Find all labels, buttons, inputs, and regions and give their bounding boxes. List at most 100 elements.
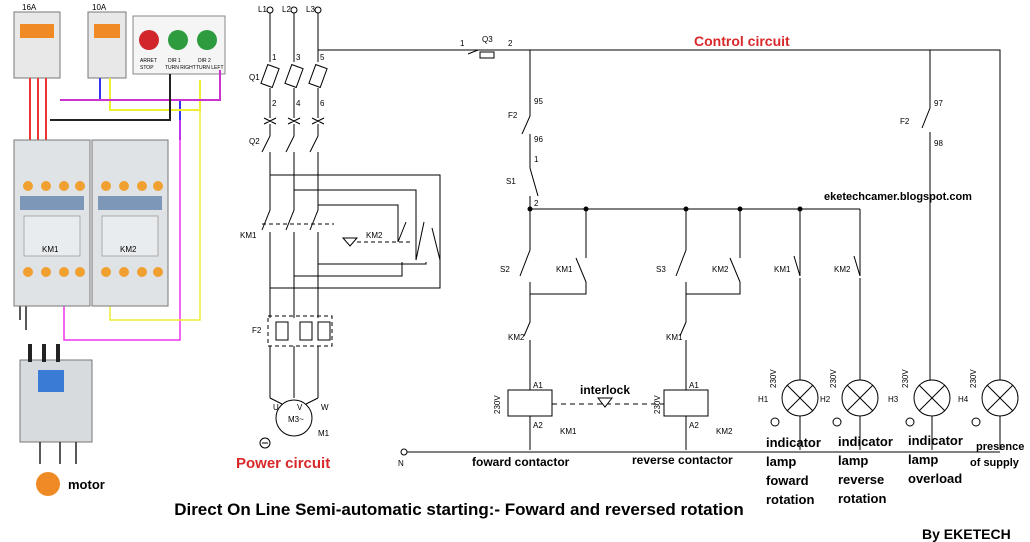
phase-l2: L2 — [282, 5, 291, 14]
dir1-button[interactable] — [168, 30, 188, 50]
control-circuit-labels: Control circuit eketechcamer.blogspot.co… — [398, 33, 1024, 507]
coil1-voltage: 230V — [493, 395, 502, 414]
f2-aux-label: F2 — [900, 117, 910, 126]
presence-supply-caption: presence of supply — [970, 441, 1024, 469]
svg-text:rotation: rotation — [766, 492, 814, 507]
svg-text:2: 2 — [534, 199, 539, 208]
s1-label: S1 — [506, 177, 516, 186]
phase-l3: L3 — [306, 5, 315, 14]
km2-interlock-label: KM2 — [508, 333, 525, 342]
km2-coil-label: KM2 — [716, 427, 733, 436]
svg-text:230V: 230V — [901, 369, 910, 388]
svg-text:indicator: indicator — [838, 434, 893, 449]
svg-text:230V: 230V — [829, 369, 838, 388]
dir2-button-label: DIR 2 — [198, 58, 211, 64]
svg-text:97: 97 — [934, 99, 943, 108]
indicator-forward-caption: indicator lamp foward rotation — [766, 435, 821, 507]
svg-text:reverse: reverse — [838, 472, 884, 487]
breaker-2 — [87, 11, 127, 79]
svg-text:foward: foward — [766, 473, 809, 488]
km2-hold-label: KM2 — [712, 265, 729, 274]
svg-text:2: 2 — [272, 99, 277, 108]
s2-label: S2 — [500, 265, 510, 274]
panel-photo: 16A 10A ARRET STOP DIR 1 TURN RIGHT DIR … — [13, 3, 226, 496]
svg-text:of supply: of supply — [970, 457, 1020, 469]
motor-label: motor — [68, 477, 105, 492]
km1-interlock-label: KM1 — [666, 333, 683, 342]
q3-label: Q3 — [482, 35, 493, 44]
lamp-h4: H4 — [958, 395, 969, 404]
power-circuit-labels: L1 L2 L3 Q1 Q2 KM1 KM2 F2 M3~ M1 U V W 1… — [236, 5, 383, 472]
page-title: Direct On Line Semi-automatic starting:-… — [174, 500, 744, 519]
svg-text:230V: 230V — [769, 369, 778, 388]
svg-text:indicator: indicator — [766, 435, 821, 450]
svg-text:lamp: lamp — [766, 454, 796, 469]
km1-lamp-contact: KM1 — [774, 265, 791, 274]
svg-text:STOP: STOP — [140, 65, 154, 71]
svg-text:1: 1 — [534, 155, 539, 164]
indicator-reverse-caption: indicator lamp reverse rotation — [838, 434, 893, 506]
svg-text:6: 6 — [320, 99, 325, 108]
f2-power-label: F2 — [252, 326, 262, 335]
s3-label: S3 — [656, 265, 666, 274]
breaker-2-label: 10A — [92, 3, 107, 12]
svg-text:A2: A2 — [533, 421, 543, 430]
neutral-label: N — [398, 459, 404, 468]
q1-label: Q1 — [249, 73, 260, 82]
m1-label: M1 — [318, 429, 330, 438]
coil2-voltage: 230V — [653, 395, 662, 414]
dir2-button[interactable] — [197, 30, 217, 50]
svg-text:3: 3 — [296, 53, 301, 62]
svg-text:A2: A2 — [689, 421, 699, 430]
svg-text:95: 95 — [534, 97, 543, 106]
km2-lamp-contact: KM2 — [834, 265, 851, 274]
control-circuit-title: Control circuit — [694, 33, 790, 49]
stop-button[interactable] — [139, 30, 159, 50]
breaker-1 — [13, 11, 61, 79]
reverse-contactor-caption: reverse contactor — [632, 453, 733, 467]
power-circuit-title: Power circuit — [236, 455, 330, 472]
contactor-km1-label: KM1 — [42, 245, 59, 254]
lamp-h2: H2 — [820, 395, 831, 404]
km2-power-label: KM2 — [366, 231, 383, 240]
svg-text:4: 4 — [296, 99, 301, 108]
interlock-label: interlock — [580, 383, 630, 397]
stop-button-label: ARRET — [140, 58, 157, 64]
lamp-h3: H3 — [888, 395, 899, 404]
terminal-u: U — [273, 403, 279, 412]
svg-text:TURN RIGHT: TURN RIGHT — [165, 65, 196, 71]
motor-icon — [36, 472, 60, 496]
contactor-km2-label: KM2 — [120, 245, 137, 254]
svg-text:TURN LEFT: TURN LEFT — [196, 65, 224, 71]
svg-text:A1: A1 — [689, 381, 699, 390]
svg-text:overload: overload — [908, 471, 962, 486]
km1-coil-label: KM1 — [560, 427, 577, 436]
byline: By EKETECH — [922, 526, 1011, 542]
power-circuit — [259, 6, 540, 449]
control-circuit — [400, 49, 1019, 456]
km1-hold-label: KM1 — [556, 265, 573, 274]
dir1-button-label: DIR 1 — [168, 58, 181, 64]
forward-contactor-caption: foward contactor — [472, 455, 570, 469]
breaker-1-label: 16A — [22, 3, 37, 12]
svg-text:A1: A1 — [533, 381, 543, 390]
motor-text: M3~ — [288, 415, 304, 424]
svg-text:lamp: lamp — [838, 453, 868, 468]
f2-ctrl-label: F2 — [508, 111, 518, 120]
indicator-overload-caption: indicator lamp overload — [908, 433, 963, 486]
blog-url: eketechcamer.blogspot.com — [824, 191, 972, 203]
svg-text:presence: presence — [976, 441, 1024, 453]
svg-text:98: 98 — [934, 139, 943, 148]
svg-text:5: 5 — [320, 53, 325, 62]
svg-text:1: 1 — [272, 53, 277, 62]
svg-text:2: 2 — [508, 39, 513, 48]
phase-l1: L1 — [258, 5, 267, 14]
svg-text:96: 96 — [534, 135, 543, 144]
q2-label: Q2 — [249, 137, 260, 146]
svg-text:1: 1 — [460, 39, 465, 48]
svg-text:230V: 230V — [969, 369, 978, 388]
svg-text:rotation: rotation — [838, 491, 886, 506]
terminal-w: W — [321, 403, 329, 412]
lamp-h1: H1 — [758, 395, 769, 404]
